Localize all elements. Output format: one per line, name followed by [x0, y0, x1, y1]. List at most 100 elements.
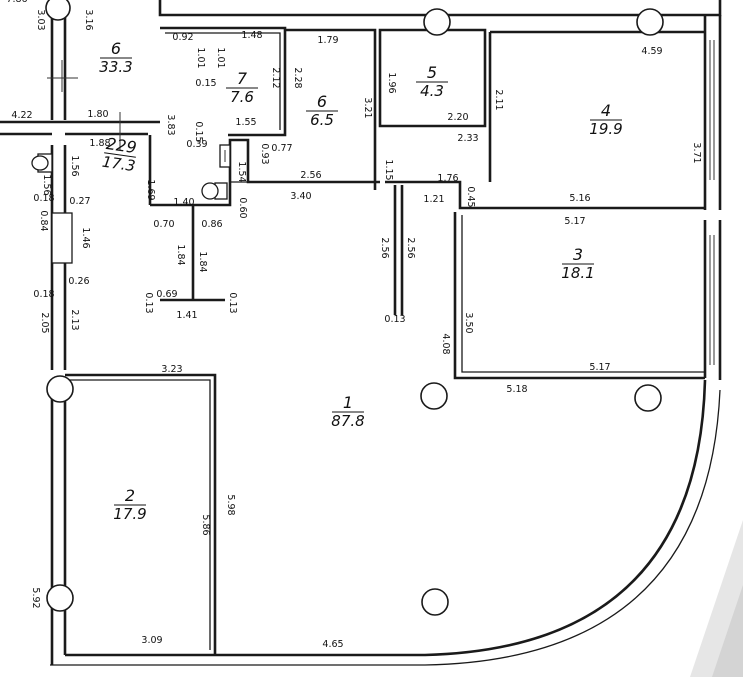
room-area: 7.6	[230, 88, 254, 106]
dimension-label: 0.15	[193, 121, 204, 142]
room-area: 33.3	[99, 58, 132, 76]
paper-fold	[712, 585, 743, 677]
dimension-label: 0.15	[195, 78, 216, 89]
dimension-label: 4.65	[322, 639, 343, 650]
dimension-label: 3.03	[35, 9, 46, 30]
dimension-label: 1.88	[89, 138, 110, 149]
dimension-label: 2.20	[447, 112, 468, 123]
dimension-label: 0.13	[143, 292, 154, 313]
dimension-label: 3.71	[691, 142, 702, 163]
dimension-label: 2.11	[493, 89, 504, 110]
room-label-r7: 77.6	[226, 69, 258, 106]
dimension-label: 1.41	[176, 310, 197, 321]
dimension-label: 0.39	[186, 139, 207, 150]
room-divider	[104, 152, 136, 158]
dimension-label: 2.05	[39, 312, 50, 333]
dimension-label: 1.54	[236, 161, 247, 182]
dimension-label: 1.01	[215, 47, 226, 68]
dimension-label: 5.17	[589, 362, 610, 373]
dimension-label: 2.56	[300, 170, 321, 181]
dimension-label: 2.28	[292, 67, 303, 88]
dimension-label: 3.09	[141, 635, 162, 646]
dimension-label: 2.56	[379, 237, 390, 258]
dimension-label: 0.27	[69, 196, 90, 207]
dimension-label: 0.26	[68, 276, 89, 287]
room-number: 3	[573, 245, 583, 264]
dimension-label: 0.60	[237, 197, 248, 218]
dimension-label: 4.59	[641, 46, 662, 57]
dimension-label: 7.86	[6, 0, 27, 5]
dimension-label: 1.56	[69, 155, 80, 176]
room-number: 6	[317, 92, 327, 111]
room-area: 18.1	[561, 264, 594, 282]
dimension-label: 1.01	[195, 47, 206, 68]
dimension-label: 1.48	[241, 30, 262, 41]
room-area: 87.8	[331, 412, 364, 430]
columns	[45, 0, 664, 616]
dimension-label: 1.79	[317, 35, 338, 46]
fixtures	[31, 60, 231, 264]
dimension-label: 2.12	[270, 67, 281, 88]
room-area: 19.9	[589, 120, 622, 138]
room-number: 4	[601, 101, 611, 120]
room-label-r6b: 633.3	[99, 39, 132, 76]
dimension-label: 0.69	[156, 289, 177, 300]
room-label-r5: 54.3	[416, 63, 448, 100]
room-labels: 187.8217.9318.1419.954.366.5633.377.6229…	[99, 39, 622, 523]
walls	[0, 0, 722, 666]
dimension-label: 3.21	[362, 97, 373, 118]
dimension-label: 1.21	[423, 194, 444, 205]
dimension-label: 1.96	[386, 72, 397, 93]
dimension-label: 0.84	[38, 210, 49, 231]
room-number: 5	[427, 63, 437, 82]
dimension-label: 1.56	[41, 174, 52, 195]
dimension-label: 1.80	[87, 109, 108, 120]
dimension-labels: 7.863.033.164.221.801.881.561.560.180.84…	[6, 0, 702, 650]
dimension-label: 0.86	[201, 219, 222, 230]
room-number: 1	[343, 393, 353, 412]
dimension-label: 1.84	[175, 244, 186, 265]
dimension-label: 0.93	[259, 143, 270, 164]
dimension-label: 5.18	[506, 384, 527, 395]
dimension-label: 0.77	[271, 143, 292, 154]
dimension-label: 0.70	[153, 219, 174, 230]
room-area: 4.3	[420, 82, 444, 100]
room-label-r3: 318.1	[561, 245, 594, 282]
dimension-label: 1.55	[235, 117, 256, 128]
dimension-label: 5.92	[30, 587, 41, 608]
dimension-label: 5.86	[200, 514, 211, 535]
dimension-label: 3.50	[463, 312, 474, 333]
room-area: 6.5	[310, 111, 334, 129]
dimension-label: 1.15	[383, 159, 394, 180]
room-number: 229	[105, 134, 138, 157]
dimension-label: 5.17	[564, 216, 585, 227]
room-area: 17.3	[101, 153, 137, 175]
dimension-label: 1.76	[437, 173, 458, 184]
room-label-r1: 187.8	[331, 393, 364, 430]
dimension-label: 4.08	[440, 333, 451, 354]
dimension-label: 2.56	[405, 237, 416, 258]
dimension-label: 4.22	[11, 110, 32, 121]
dimension-label: 3.40	[290, 191, 311, 202]
dimension-label: 1.40	[173, 197, 194, 208]
dimension-label: 0.18	[33, 193, 54, 204]
dimension-label: 3.16	[83, 9, 94, 30]
dimension-label: 2.33	[457, 133, 478, 144]
dimension-label: 1.69	[145, 179, 156, 200]
dimension-label: 5.16	[569, 193, 590, 204]
room-label-r6a: 66.5	[306, 92, 338, 129]
dimension-label: 3.23	[161, 364, 182, 375]
dimension-label: 1.46	[80, 227, 91, 248]
dimension-label: 0.13	[384, 314, 405, 325]
dimension-label: 0.13	[227, 292, 238, 313]
dimension-label: 0.18	[33, 289, 54, 300]
dimension-label: 3.83	[165, 114, 176, 135]
dimension-label: 0.92	[172, 32, 193, 43]
dimension-label: 5.98	[225, 494, 236, 515]
dimension-label: 1.84	[197, 251, 208, 272]
dimension-label: 2.13	[69, 309, 80, 330]
room-label-r2: 217.9	[113, 486, 146, 523]
room-number: 7	[237, 69, 248, 88]
